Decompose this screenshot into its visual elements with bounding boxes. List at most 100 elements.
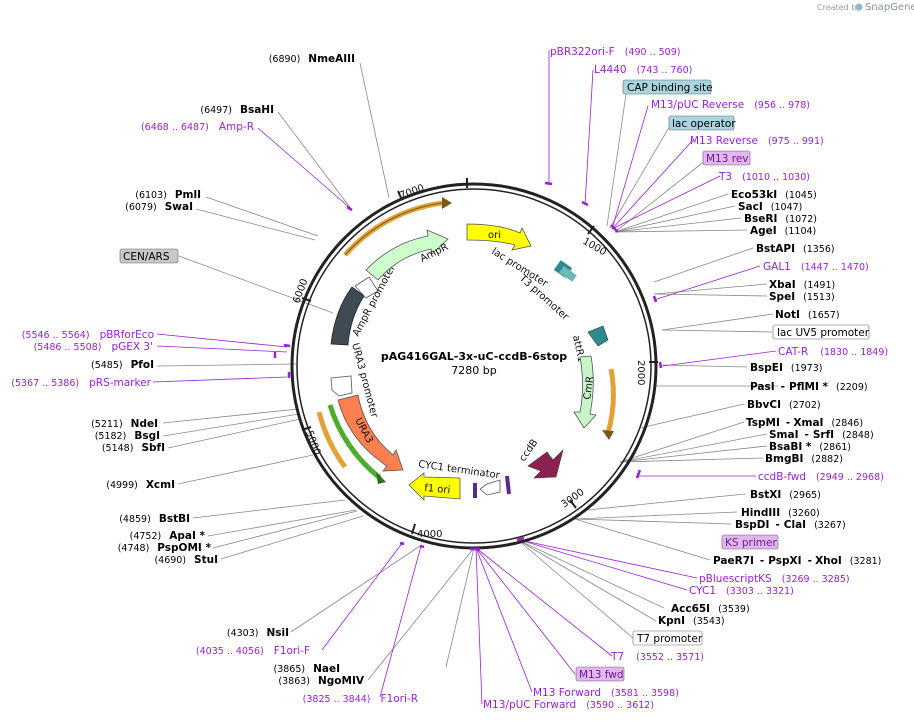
label-bseri-name: BseRI bbox=[744, 213, 777, 225]
svg-text:(4748)PspOMI *: (4748)PspOMI * bbox=[118, 542, 212, 554]
label-srfi-name: SrfI bbox=[813, 429, 834, 441]
label-kpni-pos: (3543) bbox=[693, 616, 725, 627]
svg-text:(5486 .. 5508)pGEX 3': (5486 .. 5508)pGEX 3' bbox=[34, 341, 153, 353]
label-m13puc-fwd-pos: (3590 .. 3612) bbox=[586, 700, 654, 711]
label-lacuv5-name: lac UV5 promoter bbox=[777, 327, 870, 339]
label-agei-pos: (1104) bbox=[785, 226, 817, 237]
feature-ori bbox=[466, 223, 532, 251]
svg-text:(5485)PfoI: (5485)PfoI bbox=[91, 359, 154, 371]
svg-text:M13/pUC Reverse(956 .. 978): M13/pUC Reverse(956 .. 978) bbox=[651, 99, 810, 111]
feature-ura3 bbox=[337, 394, 404, 472]
label-catr-pos: (1830 .. 1849) bbox=[820, 347, 888, 358]
svg-text:T3(1010 .. 1030): T3(1010 .. 1030) bbox=[718, 171, 810, 183]
svg-text:(6890)NmeAIII: (6890)NmeAIII bbox=[269, 53, 355, 65]
label-t7promoter-box bbox=[632, 630, 703, 646]
labels-left: (5367 .. 5386)pRS-marker (5485)PfoI (548… bbox=[11, 53, 355, 389]
label-cap-name: CAP binding site bbox=[627, 82, 713, 94]
tick-label-3000: 3000 bbox=[559, 487, 586, 511]
label-pasi-sep: - bbox=[781, 381, 785, 393]
feature-ura3-promoter bbox=[330, 375, 353, 397]
svg-text:AgeI(1104): AgeI(1104) bbox=[750, 225, 816, 237]
plasmid-length: 7280 bp bbox=[451, 364, 496, 377]
label-ampr-primer-name: Amp-R bbox=[219, 121, 254, 133]
label-cyc1-pos: (3303 .. 3321) bbox=[726, 586, 794, 597]
tick-label-5000: 5000 bbox=[303, 429, 322, 457]
svg-text:M13 Forward(3581 .. 3598): M13 Forward(3581 .. 3598) bbox=[533, 687, 679, 699]
labels-bottom-right: BbvCI(2702) TspMI-XmaI(2846) SmaI-SrfI(2… bbox=[483, 399, 884, 711]
label-f1orif-pos: (4035 .. 4056) bbox=[196, 646, 264, 657]
label-t7promoter-name: T7 promoter bbox=[636, 633, 703, 645]
svg-text:(5546 .. 5564)pBRforEco: (5546 .. 5564)pBRforEco bbox=[22, 329, 154, 341]
label-xcmi-pos: (4999) bbox=[106, 480, 138, 491]
svg-text:XbaI(1491): XbaI(1491) bbox=[769, 279, 835, 291]
primer-leader-lines bbox=[152, 50, 777, 705]
label-ndei-name: NdeI bbox=[131, 418, 158, 430]
label-ksprimer-name: KS primer bbox=[725, 537, 777, 549]
arrow-head-ampr-arc bbox=[442, 197, 452, 209]
label-bstbi-name: BstBI bbox=[159, 513, 190, 525]
label-m13fwd-box bbox=[575, 666, 625, 682]
svg-text:(3865)NaeI: (3865)NaeI bbox=[274, 663, 341, 675]
label-m13puc-rev-pos: (956 .. 978) bbox=[754, 100, 810, 111]
label-cap-box bbox=[622, 79, 712, 95]
label-bspei-name: BspEI bbox=[750, 362, 783, 374]
label-m13forward-name: M13 Forward bbox=[533, 687, 601, 699]
label-l4440-name: L4440 bbox=[594, 64, 627, 76]
label-pflmi-name: PflMI * bbox=[789, 381, 828, 393]
label-hindiii-pos: (3260) bbox=[788, 508, 820, 519]
snapgene-credit: Created by SnapGene bbox=[817, 2, 914, 13]
svg-text:GAL1(1447 .. 1470): GAL1(1447 .. 1470) bbox=[763, 261, 869, 273]
label-lacuv5-box bbox=[772, 324, 870, 340]
svg-text:(6468 .. 6487)Amp-R: (6468 .. 6487) Amp-R bbox=[141, 121, 254, 133]
label-pbr322ori-name: pBR322ori-F bbox=[550, 46, 615, 58]
label-pmli-name: PmlI bbox=[175, 189, 201, 201]
label-stui-name: StuI bbox=[194, 554, 218, 566]
svg-text:(4999)XcmI: (4999) XcmI bbox=[106, 479, 175, 491]
svg-text:NotI(1657): NotI(1657) bbox=[775, 309, 840, 321]
label-t3-name: T3 bbox=[718, 171, 732, 183]
svg-text:HindIII(3260): HindIII(3260) bbox=[741, 507, 820, 519]
label-pbluescriptks-name: pBluescriptKS bbox=[699, 573, 772, 585]
label-f1orir-name: F1ori-R bbox=[381, 693, 418, 705]
svg-text:(5211)NdeI: (5211)NdeI bbox=[91, 418, 158, 430]
labels-top-right: pBR322ori-F(490 .. 509) L4440(743 .. 760… bbox=[550, 46, 888, 393]
label-kpni-name: KpnI bbox=[658, 615, 685, 627]
svg-text:(4690)StuI: (4690) StuI bbox=[154, 554, 218, 566]
svg-text:T7(3552 .. 3571): T7(3552 .. 3571) bbox=[610, 651, 704, 663]
label-eco53ki-pos: (1045) bbox=[785, 190, 817, 201]
label-xbai-pos: (1491) bbox=[804, 280, 836, 291]
svg-text:Eco53kI(1045): Eco53kI(1045) bbox=[731, 189, 817, 201]
feature-ampr-dash bbox=[365, 269, 379, 281]
svg-text:BseRI(1072): BseRI (1072) bbox=[744, 213, 817, 225]
label-bseri-pos: (1072) bbox=[785, 214, 817, 225]
label-tspmi-pos: (2846) bbox=[831, 418, 863, 429]
label-xcmi-name: XcmI bbox=[146, 479, 175, 491]
svg-text:BstAPI(1356): BstAPI(1356) bbox=[756, 243, 835, 255]
label-ccdbfwd-name: ccdB-fwd bbox=[758, 471, 806, 483]
svg-text:BspEI(1973): BspEI(1973) bbox=[750, 362, 822, 374]
label-apai-name: ApaI * bbox=[169, 530, 205, 542]
label-bmgbi-pos: (2882) bbox=[811, 454, 843, 465]
label-apai-pos: (4752) bbox=[130, 531, 162, 542]
label-l4440-pos: (743 .. 760) bbox=[637, 65, 693, 76]
label-xhoi-name: XhoI bbox=[815, 555, 842, 567]
svg-text:(4035 .. 4056)F1ori-F: (4035 .. 4056)F1ori-F bbox=[196, 645, 310, 657]
label-ampr-primer-pos: (6468 .. 6487) bbox=[141, 122, 209, 133]
tick-marks bbox=[301, 178, 658, 535]
svg-text:(4303)NsiI: (4303)NsiI bbox=[227, 627, 289, 639]
label-saci-pos: (1047) bbox=[771, 202, 803, 213]
label-cyc1-name: CYC1 bbox=[689, 585, 716, 597]
label-prsmarker-pos: (5367 .. 5386) bbox=[11, 378, 79, 389]
label-pgex3-pos: (5486 .. 5508) bbox=[34, 342, 102, 353]
label-catr-name: CAT-R bbox=[778, 346, 808, 358]
label-sbfi-pos: (5148) bbox=[102, 443, 134, 454]
label-nsii-name: NsiI bbox=[266, 627, 289, 639]
label-pmli-pos: (6103) bbox=[135, 190, 167, 201]
label-smai-sep: - bbox=[805, 429, 809, 441]
feature-ccdb bbox=[527, 449, 564, 479]
svg-text:SacI(1047): SacI(1047) bbox=[738, 201, 802, 213]
feature-t3-mark bbox=[559, 266, 577, 282]
label-stui-pos: (4690) bbox=[154, 555, 186, 566]
svg-text:BsaBI *(2861): BsaBI *(2861) bbox=[769, 441, 851, 453]
